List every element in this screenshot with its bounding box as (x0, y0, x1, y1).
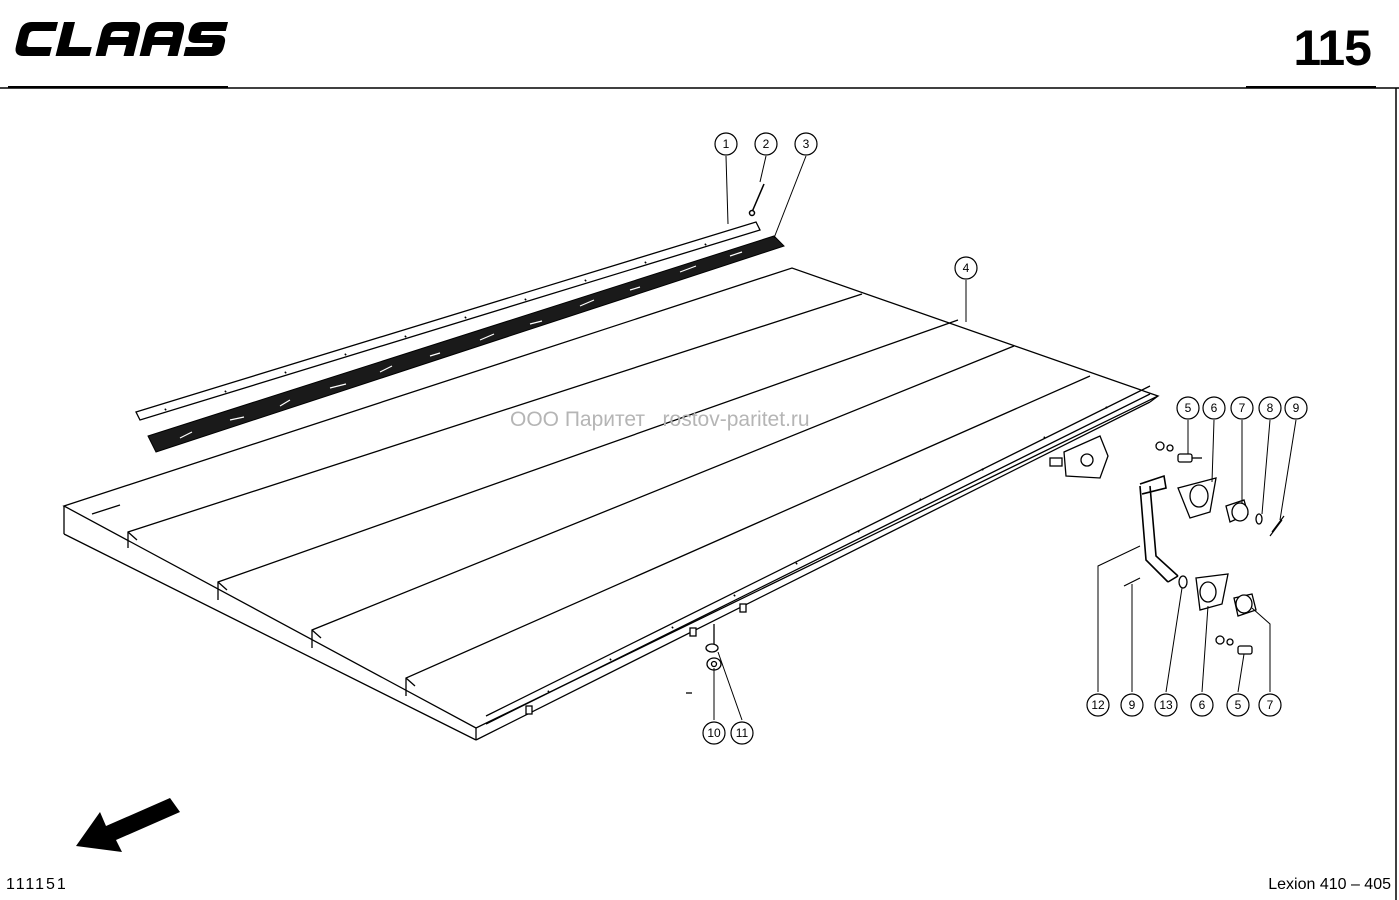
callout-5-lower: 5 (1226, 693, 1250, 717)
frame-border (0, 87, 1399, 900)
claas-logo (8, 14, 234, 64)
callout-label: 6 (1199, 698, 1206, 712)
callout-9: 9 (1284, 396, 1308, 420)
rubber-seal-strip (147, 235, 785, 453)
callout-7-lower: 7 (1258, 693, 1282, 717)
callout-label: 5 (1185, 401, 1192, 415)
perforated-strip (135, 221, 761, 421)
callout-9-lower: 9 (1120, 693, 1144, 717)
callout-label: 1 (723, 137, 730, 151)
watermark: ООО Паритет rostov-paritet.ru (510, 408, 810, 432)
sieve-pan (62, 267, 1160, 741)
callout-6: 6 (1202, 396, 1226, 420)
callout-1: 1 (714, 132, 738, 156)
callout-label: 10 (707, 726, 721, 740)
model-label: Lexion 410 – 405 (1268, 876, 1391, 893)
claas-logo-mark (15, 22, 229, 56)
callout-label: 4 (963, 261, 970, 275)
callout-4: 4 (954, 256, 978, 280)
screw (748, 183, 765, 217)
flange-lower (1195, 573, 1229, 611)
watermark-website: rostov-paritet.ru (662, 408, 810, 431)
side-rail-holes (547, 406, 1108, 693)
washer-and-nut (705, 643, 722, 671)
callout-label: 2 (763, 137, 770, 151)
callout-3: 3 (794, 132, 818, 156)
callout-6-lower: 6 (1190, 693, 1214, 717)
callout-label: 6 (1211, 401, 1218, 415)
pin-lower (1123, 577, 1141, 587)
mounting-bracket (1049, 435, 1109, 479)
rubber-seal-texture (179, 251, 743, 439)
leader-lines (713, 155, 1297, 721)
lever-rod (1139, 474, 1179, 583)
pin-upper (1269, 515, 1285, 537)
callout-10: 10 (702, 721, 726, 745)
callout-2: 2 (754, 132, 778, 156)
callout-13: 13 (1154, 693, 1178, 717)
callout-12: 12 (1086, 693, 1110, 717)
washer-upper (1255, 513, 1263, 525)
underside-bolts (525, 603, 747, 715)
callout-label: 7 (1239, 401, 1246, 415)
bushing-upper (1225, 499, 1249, 523)
watermark-company: ООО Паритет (510, 408, 646, 431)
callout-label: 5 (1235, 698, 1242, 712)
callout-label: 12 (1091, 698, 1105, 712)
callout-label: 9 (1129, 698, 1136, 712)
bushing-lower (1233, 593, 1257, 617)
bolt-lower (1215, 635, 1253, 655)
callout-label: 13 (1159, 698, 1173, 712)
bolt-upper (1155, 441, 1202, 463)
callout-label: 9 (1293, 401, 1300, 415)
callout-7: 7 (1230, 396, 1254, 420)
drawing-number: 111151 (6, 876, 68, 893)
logo-underline (8, 86, 228, 88)
callout-8: 8 (1258, 396, 1282, 420)
callout-label: 8 (1267, 401, 1274, 415)
callout-11: 11 (730, 721, 754, 745)
callout-label: 11 (736, 726, 749, 740)
callout-5: 5 (1176, 396, 1200, 420)
flange-upper (1177, 477, 1217, 519)
direction-arrow (76, 798, 180, 852)
washer-lower (1178, 575, 1188, 589)
callout-label: 7 (1267, 698, 1274, 712)
page-number: 115 (1293, 20, 1372, 76)
callout-label: 3 (803, 137, 810, 151)
page-number-underline (1246, 86, 1376, 88)
